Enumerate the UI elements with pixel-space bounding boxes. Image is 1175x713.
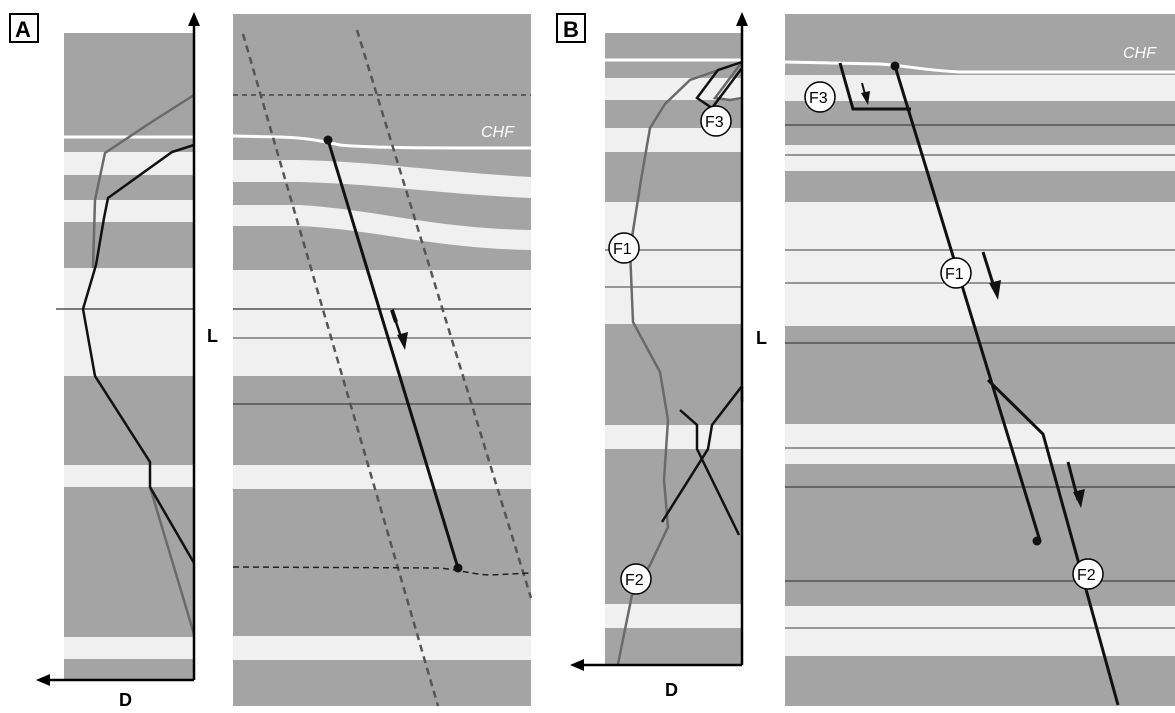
panel-b-label: B [563, 17, 579, 42]
panel-b-profile-f2-marker: F2 [620, 563, 652, 595]
panel-b-axes: L D [570, 12, 767, 700]
panel-a-fault-tip-bottom [453, 563, 463, 573]
panel-b-chf-label: CHF [1123, 45, 1157, 62]
panel-a-section: CHF [232, 14, 533, 707]
panel-b-slip-arrow-f2 [1066, 461, 1085, 508]
panel-b-profile-black [695, 60, 743, 110]
panel-a-slip-arrow [390, 309, 408, 350]
panel-a: A L D [9, 12, 533, 710]
panel-b-fault-f2 [986, 378, 1120, 706]
svg-text:F2: F2 [1077, 567, 1096, 584]
panel-a-fault-line [326, 139, 460, 569]
panel-a-profile-gray [91, 93, 195, 269]
panel-a-chf-label: CHF [481, 124, 515, 141]
panel-b-label-box [556, 13, 586, 43]
svg-text:F3: F3 [705, 114, 724, 131]
panel-b: B F3 F1 [556, 12, 1175, 706]
panel-b-axis-l-label: L [756, 328, 767, 348]
panel-b-section-f1-marker: F1 [940, 257, 972, 289]
panel-b-profile-f1-marker: F1 [608, 232, 640, 264]
panel-b-fault-f1-tip-bottom [1032, 536, 1042, 546]
panel-b-section: F3 F1 F2 CHF [784, 14, 1175, 706]
svg-text:F1: F1 [945, 266, 964, 283]
panel-a-fault-tip-top [323, 135, 333, 145]
panel-b-profile-gray [616, 60, 743, 665]
panel-b-fault-f1 [893, 65, 1042, 542]
panel-b-slip-arrow-f1 [981, 251, 1001, 300]
panel-a-dashed-line-right [355, 29, 533, 599]
panel-b-fault-f1-tip-top [890, 61, 900, 71]
panel-a-label-box [9, 13, 39, 43]
panel-a-dashed-line-left [241, 33, 440, 707]
panel-a-label: A [15, 17, 31, 42]
panel-a-axes: L D [36, 12, 218, 710]
panel-a-axis-l-label: L [207, 326, 218, 346]
svg-text:F1: F1 [613, 241, 632, 258]
panel-a-lower-dashed-horizon [232, 566, 532, 576]
panel-b-section-f3-marker: F3 [804, 81, 836, 113]
panel-b-slip-arrow-f3 [861, 82, 870, 105]
panel-a-profile-column [56, 33, 196, 679]
panel-b-profile-gray-f3 [712, 61, 743, 102]
panel-a-chf-horizon [232, 134, 532, 150]
panel-a-profile-gray-lower [148, 486, 196, 635]
panel-b-chf-horizon [784, 60, 1175, 74]
panel-a-axis-d-label: D [119, 690, 132, 710]
panel-b-profile-column: F3 F1 F2 [605, 33, 744, 665]
panel-b-profile-black-x [660, 385, 743, 523]
panel-b-axis-d-label: D [665, 680, 678, 700]
panel-b-profile-black-x2 [679, 409, 741, 536]
panel-b-section-f2-marker: F2 [1072, 558, 1104, 590]
svg-text:F3: F3 [809, 90, 828, 107]
svg-text:F2: F2 [625, 572, 644, 589]
panel-b-fault-f3 [838, 62, 911, 111]
panel-b-profile-f3-marker: F3 [700, 105, 732, 137]
panel-a-profile-black [81, 143, 196, 564]
